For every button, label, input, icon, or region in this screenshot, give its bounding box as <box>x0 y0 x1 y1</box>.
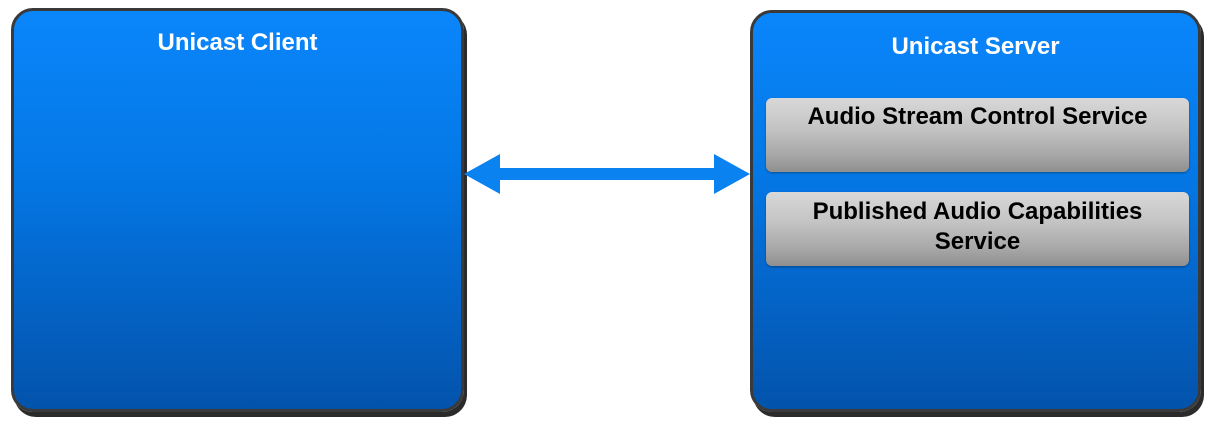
unicast-client-box: Unicast Client <box>11 8 464 412</box>
ascs-label: Audio Stream Control Service <box>807 103 1148 130</box>
audio-stream-control-service-box: Audio Stream Control Service <box>766 98 1189 172</box>
unicast-server-title: Unicast Server <box>891 33 1060 60</box>
published-audio-capabilities-service-box: Published Audio Capabilities Service <box>766 192 1189 266</box>
pacs-label-line-2: Service <box>934 228 1021 255</box>
bidirectional-arrow <box>464 154 750 194</box>
left-arrowhead <box>464 154 750 194</box>
pacs-label-line-1: Published Audio Capabilities <box>812 198 1143 225</box>
unicast-server-box: Unicast Server Audio Stream Control Serv… <box>750 10 1201 412</box>
unicast-client-title: Unicast Client <box>157 29 318 56</box>
